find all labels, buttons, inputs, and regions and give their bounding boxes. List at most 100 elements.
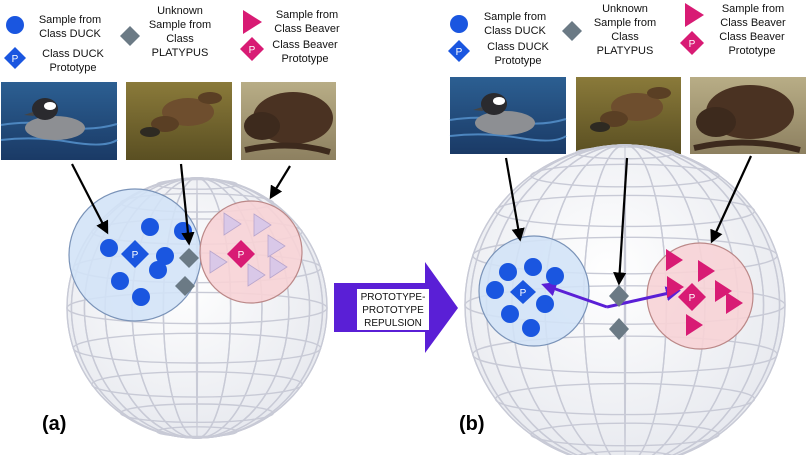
sphere-grid-line — [195, 177, 199, 439]
legend-duck-prototype-2: Prototype — [494, 55, 541, 67]
svg-text:P: P — [689, 293, 696, 304]
beaver-sample — [726, 292, 743, 314]
beaver-sample — [666, 249, 683, 271]
beaver-prototype-icon: P — [240, 37, 264, 61]
legend-unknown-3: Class — [611, 31, 639, 43]
beaver-sample — [686, 314, 703, 336]
panel-b: Sample from Class DUCK P Class DUCK Prot… — [448, 3, 806, 455]
beaver-photo-arrow — [710, 155, 752, 244]
legend-beaver-prototype-2: Prototype — [728, 45, 775, 57]
sphere-grid-line — [469, 144, 781, 455]
duck-sample-icon — [6, 16, 24, 34]
duck-sample — [149, 261, 167, 279]
repulsion-arrow-duck — [541, 281, 608, 309]
svg-text:P: P — [689, 39, 696, 50]
unknown-sample-icon — [562, 21, 582, 41]
beaver-sample — [209, 250, 228, 274]
beaver-photo-arrow — [269, 165, 291, 200]
duck-photo-arrow — [71, 163, 109, 235]
beaver-sample — [715, 280, 732, 302]
svg-text:P: P — [456, 47, 463, 58]
beaver-sample — [667, 276, 684, 298]
duck-sample — [141, 218, 159, 236]
repulsion-text-2: PROTOTYPE — [362, 305, 424, 316]
duck-sample — [132, 288, 150, 306]
legend-beaver-sample-2: Class Beaver — [720, 17, 786, 29]
legend-a: Sample from Class DUCK P Class DUCK Prot… — [4, 5, 340, 74]
duck-sample — [499, 263, 517, 281]
legend-unknown-4: PLATYPUS — [152, 47, 209, 59]
duck-photo — [449, 77, 567, 154]
duck-sample — [111, 272, 129, 290]
beaver-sample — [253, 213, 272, 237]
legend-duck-prototype-1: Class DUCK — [487, 41, 549, 53]
svg-text:P: P — [238, 250, 245, 261]
panel-label-a: (a) — [42, 413, 66, 435]
duck-sample — [100, 239, 118, 257]
duck-sample — [501, 305, 519, 323]
sphere-grid-line — [70, 177, 324, 439]
platypus-photo — [126, 82, 232, 160]
panel-label-b: (b) — [459, 413, 485, 435]
beaver-prototype-icon: P — [680, 31, 704, 55]
legend-b: Sample from Class DUCK P Class DUCK Prot… — [448, 3, 786, 67]
duck-sample — [156, 247, 174, 265]
beaver-photo — [690, 77, 806, 154]
legend-duck-sample-1: Sample from — [484, 11, 546, 23]
duck-prototype: P — [121, 240, 149, 268]
duck-sample — [536, 295, 554, 313]
duck-prototype-icon: P — [448, 40, 470, 62]
legend-unknown-2: Sample from — [594, 17, 656, 29]
beaver-prototype: P — [678, 283, 706, 311]
duck-prototype-icon: P — [4, 47, 26, 69]
repulsion-text-3: REPULSION — [364, 318, 422, 329]
legend-unknown-3: Class — [166, 33, 194, 45]
platypus-photo — [576, 77, 681, 154]
unknown-sample-icon — [120, 26, 140, 46]
repulsion-text-1: PROTOTYPE- — [361, 292, 426, 303]
svg-text:P: P — [12, 54, 19, 65]
duck-sample-icon — [450, 15, 468, 33]
duck-photo-arrow — [504, 157, 525, 242]
legend-beaver-prototype-1: Class Beaver — [272, 39, 338, 51]
svg-text:P: P — [249, 45, 256, 56]
legend-duck-prototype-1: Class DUCK — [42, 48, 104, 60]
beaver-sample — [247, 263, 266, 287]
duck-prototype: P — [510, 280, 536, 304]
legend-beaver-sample-2: Class Beaver — [274, 23, 340, 35]
svg-text:P: P — [132, 250, 139, 261]
beaver-sample-icon — [685, 3, 704, 27]
legend-duck-sample-2: Class DUCK — [484, 25, 546, 37]
unknown-sample — [175, 276, 195, 296]
beaver-sample-icon — [243, 10, 262, 34]
legend-unknown-1: Unknown — [602, 3, 648, 15]
platypus-photo-arrow — [613, 157, 629, 286]
legend-beaver-sample-1: Sample from — [276, 9, 338, 21]
duck-sample — [522, 319, 540, 337]
platypus-photo-arrow — [179, 163, 195, 246]
legend-duck-sample-2: Class DUCK — [39, 28, 101, 40]
legend-beaver-prototype-1: Class Beaver — [719, 31, 785, 43]
legend-beaver-sample-1: Sample from — [722, 3, 784, 15]
beaver-photo — [241, 82, 336, 160]
beaver-sample — [698, 260, 715, 282]
legend-unknown-1: Unknown — [157, 5, 203, 17]
legend-unknown-4: PLATYPUS — [597, 45, 654, 57]
legend-duck-prototype-2: Prototype — [49, 62, 96, 74]
duck-photo — [0, 82, 118, 160]
unknown-sample — [609, 318, 629, 340]
duck-sample — [546, 267, 564, 285]
legend-duck-sample-1: Sample from — [39, 14, 101, 26]
panel-a: Sample from Class DUCK P Class DUCK Prot… — [0, 5, 340, 439]
unknown-sample — [179, 248, 199, 268]
beaver-sample — [269, 255, 288, 279]
legend-unknown-2: Sample from — [149, 19, 211, 31]
beaver-sample — [223, 212, 242, 236]
svg-text:P: P — [520, 288, 527, 299]
beaver-prototype: P — [227, 240, 255, 268]
duck-sample — [486, 281, 504, 299]
duck-sample — [524, 258, 542, 276]
repulsion-arrow: PROTOTYPE- PROTOTYPE REPULSION — [334, 262, 458, 353]
